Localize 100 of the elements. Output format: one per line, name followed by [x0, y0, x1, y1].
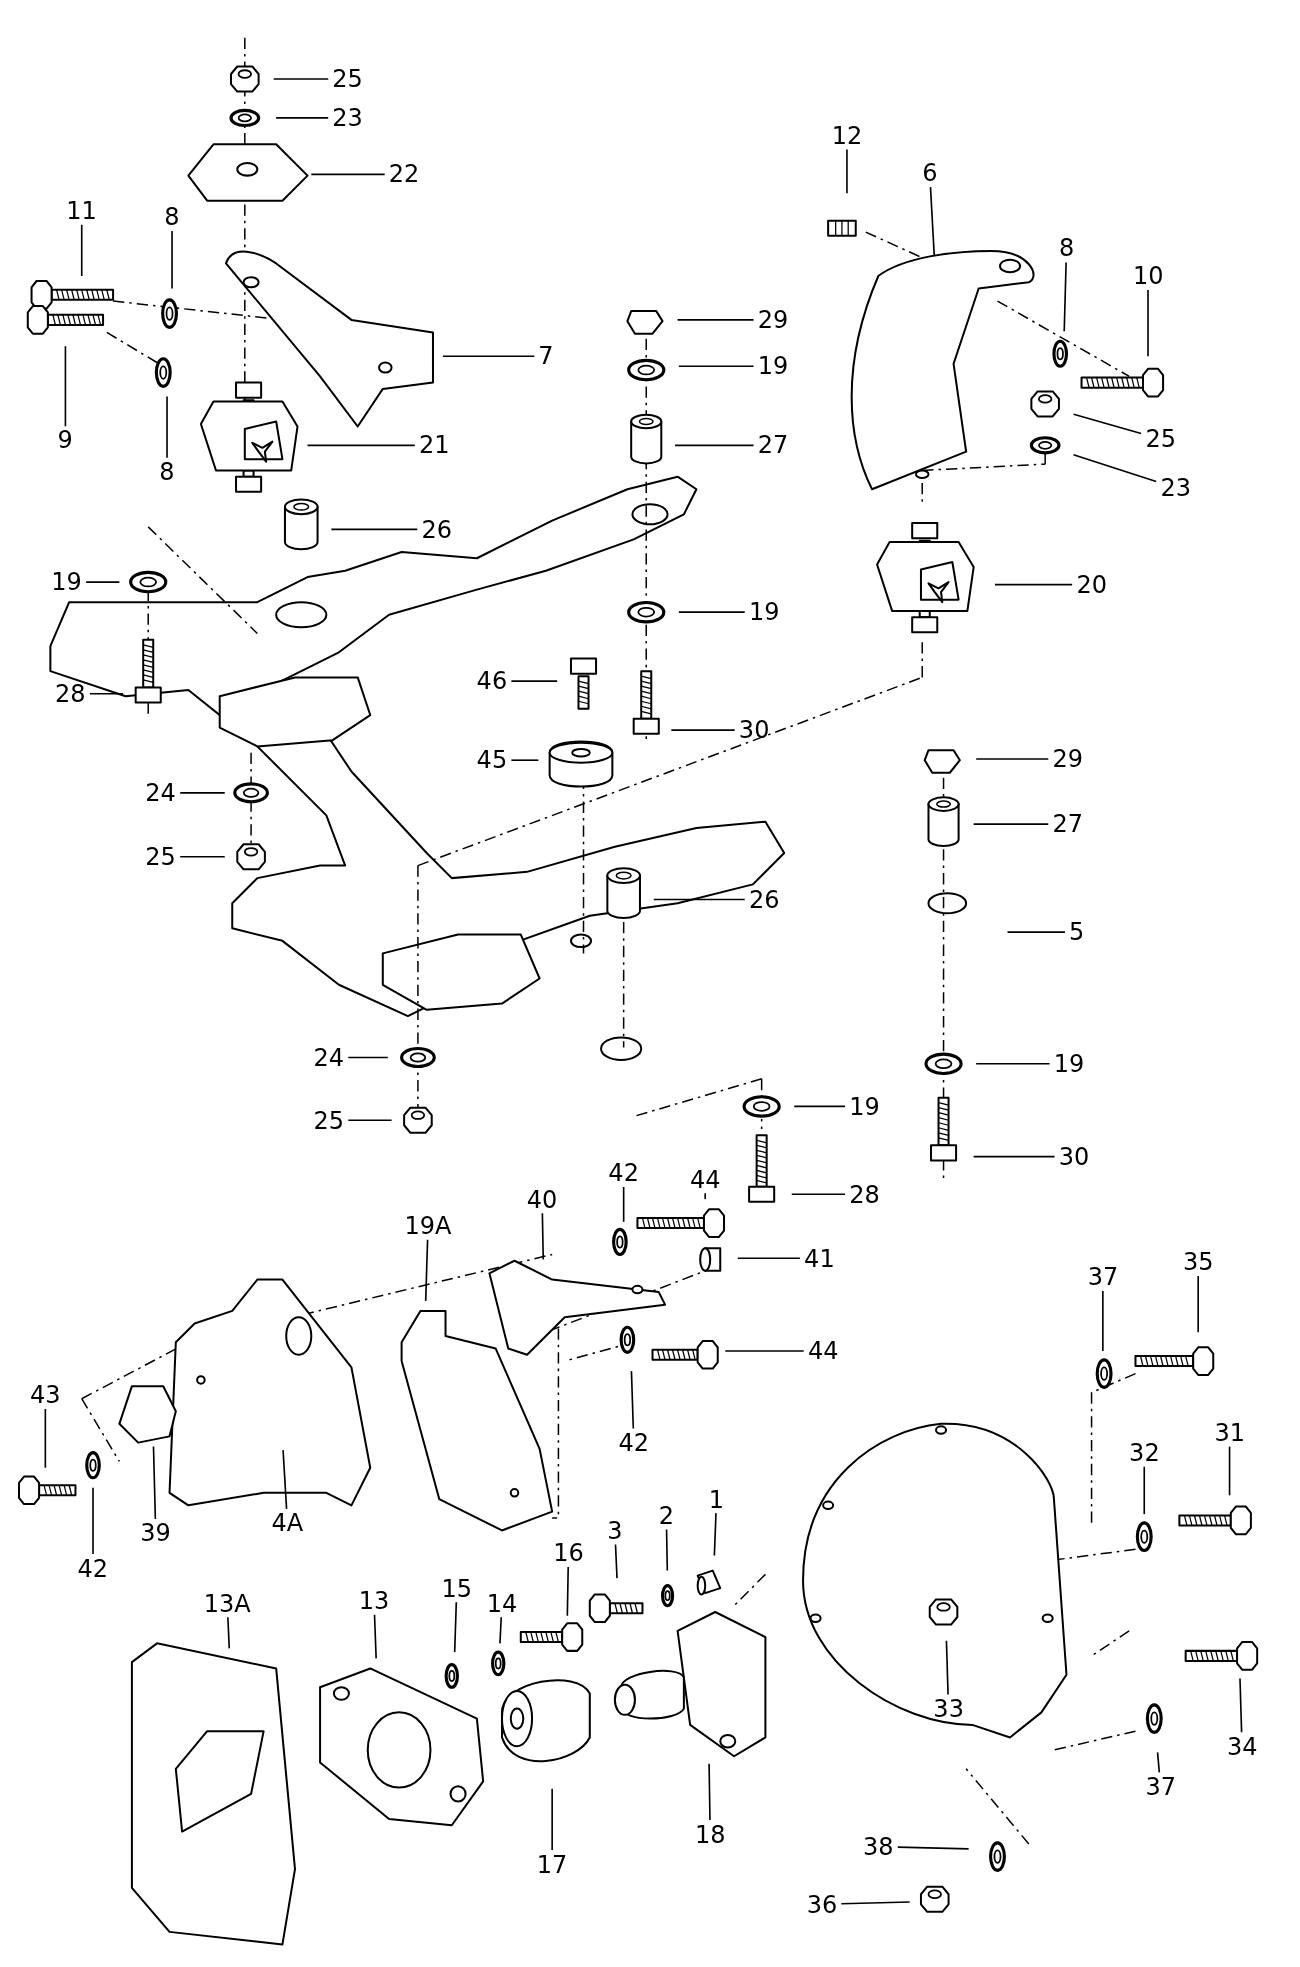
- leader-line: [152, 1445, 157, 1520]
- callout-number: 35: [1183, 1249, 1214, 1276]
- callout-number: 14: [486, 1590, 518, 1617]
- callout-number: 19A: [404, 1212, 452, 1239]
- callout-number: 46: [476, 668, 508, 695]
- callout-number: 11: [66, 197, 97, 224]
- callout-number: 8: [164, 204, 180, 231]
- leader-line: [994, 583, 1073, 586]
- callout-number: 40: [526, 1186, 558, 1213]
- leader-line: [80, 224, 83, 277]
- callout-number: 16: [553, 1540, 584, 1567]
- leader-line: [1072, 413, 1142, 435]
- callout-number: 32: [1129, 1440, 1160, 1467]
- leader-line: [1102, 1290, 1104, 1352]
- callout-number: 19: [849, 1093, 880, 1120]
- leader-line: [541, 1212, 545, 1261]
- callout-number: 19: [757, 353, 789, 380]
- callout-number: 23: [332, 104, 363, 131]
- leader-line: [678, 365, 755, 368]
- callout-number: 3: [607, 1517, 623, 1544]
- leader-line: [975, 1062, 1051, 1065]
- leader-line: [566, 1566, 570, 1617]
- leader-line: [227, 1616, 231, 1650]
- leader-line: [676, 319, 755, 321]
- callout-number: 26: [421, 516, 452, 543]
- leader-line: [1156, 1751, 1161, 1774]
- leader-line: [670, 729, 736, 731]
- leader-line: [330, 528, 419, 531]
- callout-number: 43: [29, 1382, 61, 1409]
- leader-line: [44, 1408, 47, 1469]
- callout-number: 19: [51, 569, 82, 596]
- leader-line: [347, 1056, 389, 1059]
- leader-line: [306, 444, 416, 447]
- leader-line: [92, 1486, 94, 1555]
- callout-number: 9: [57, 427, 73, 454]
- leader-line: [790, 1193, 846, 1196]
- leader-line: [1239, 1677, 1243, 1733]
- leader-line: [442, 355, 536, 358]
- callout-number: 10: [1132, 263, 1164, 290]
- leader-line: [89, 692, 124, 695]
- leader-line: [652, 898, 746, 901]
- leader-line: [896, 1846, 970, 1850]
- callout-number: 23: [1160, 475, 1192, 502]
- leader-line: [708, 1762, 711, 1821]
- leader-line: [166, 395, 168, 459]
- leader-line: [614, 1543, 618, 1579]
- leader-line: [551, 1788, 553, 1851]
- callout-number: 26: [748, 886, 780, 913]
- leader-line: [499, 1616, 503, 1645]
- leader-line: [373, 1613, 377, 1660]
- leader-line: [665, 1528, 669, 1572]
- callout-number: 8: [1058, 235, 1075, 262]
- leader-line: [972, 823, 1050, 825]
- callout-number: 24: [145, 780, 176, 807]
- callout-number: 42: [77, 1555, 109, 1582]
- leader-line: [1063, 261, 1067, 332]
- leader-line: [1143, 1465, 1146, 1515]
- callout-number: 15: [441, 1575, 472, 1602]
- callout-number: 30: [738, 717, 770, 744]
- leader-line: [1228, 1445, 1231, 1497]
- callout-number: 13A: [203, 1590, 251, 1617]
- callout-number: 2: [658, 1502, 674, 1529]
- callout-number: 21: [418, 432, 450, 459]
- callout-number: 27: [757, 432, 789, 459]
- callout-number: 22: [388, 161, 420, 188]
- leader-line: [846, 148, 848, 194]
- callout-number: 12: [831, 122, 863, 149]
- callout-number: 8: [159, 458, 175, 485]
- callout-number: 24: [313, 1044, 344, 1071]
- leader-line: [282, 1449, 288, 1510]
- callout-number: 38: [863, 1834, 894, 1861]
- callout-number: 1: [708, 1486, 725, 1513]
- callout-number: 20: [1076, 571, 1107, 598]
- callout-number: 7: [538, 343, 554, 370]
- callout-number: 34: [1227, 1733, 1258, 1760]
- callout-number: 25: [332, 66, 363, 93]
- callout-number: 42: [608, 1160, 639, 1187]
- callout-number: 37: [1087, 1264, 1119, 1291]
- callout-number: 13: [358, 1588, 390, 1615]
- callout-number: 4A: [271, 1510, 304, 1537]
- leader-line: [64, 345, 67, 428]
- callout-number: 25: [1145, 426, 1176, 453]
- leader-line: [674, 444, 755, 447]
- leader-line: [85, 581, 121, 583]
- leader-line: [945, 1640, 949, 1696]
- callout-number: 18: [694, 1821, 726, 1848]
- callout-number: 5: [1069, 919, 1085, 946]
- leader-line: [972, 1155, 1056, 1158]
- leader-line: [622, 1186, 625, 1223]
- callout-number: 17: [536, 1851, 568, 1878]
- callout-number: 25: [145, 844, 176, 871]
- leader-line: [975, 758, 1050, 760]
- callout-number: 25: [313, 1107, 344, 1134]
- callout-number: 19: [1053, 1051, 1085, 1078]
- leader-line: [678, 611, 746, 613]
- callout-number: 29: [1052, 746, 1084, 773]
- callout-number: 39: [140, 1520, 171, 1547]
- leader-line: [510, 680, 558, 682]
- leader-line: [310, 173, 386, 176]
- leader-line: [453, 1601, 458, 1653]
